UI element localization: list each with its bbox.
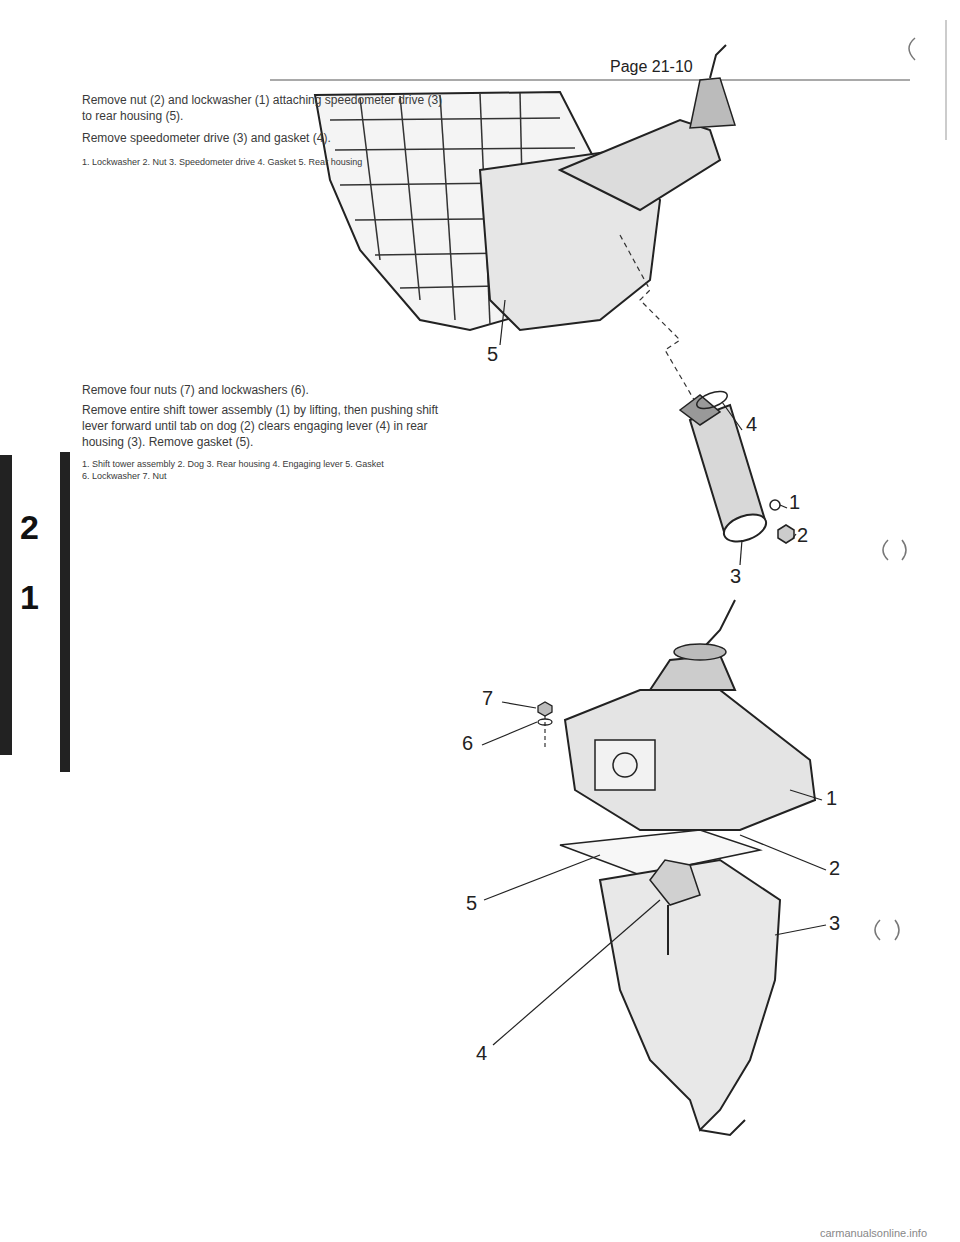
callout-number: 4 — [476, 1043, 487, 1063]
callout-number: 1 — [789, 492, 800, 512]
callout-number: 3 — [730, 566, 741, 586]
section-tab-number: 1 — [20, 580, 39, 614]
page-header: Page 21-10 — [610, 56, 770, 78]
callout-number: 3 — [829, 913, 840, 933]
callout-number: 1 — [826, 788, 837, 808]
section-tab-number: 2 — [20, 510, 39, 544]
instruction-text: Remove entire shift tower assembly (1) b… — [82, 402, 452, 451]
callout-number: 6 — [462, 733, 473, 753]
instruction-text: Remove four nuts (7) and lockwashers (6)… — [82, 382, 452, 398]
callout-number: 2 — [829, 858, 840, 878]
watermark: carmanualsonline.info — [820, 1226, 927, 1241]
instruction-text: Remove speedometer drive (3) and gasket … — [82, 130, 452, 146]
callout-number: 5 — [487, 344, 498, 364]
callout-number: 7 — [482, 688, 493, 708]
parts-caption: 1. Shift tower assembly 2. Dog 3. Rear h… — [82, 458, 392, 482]
parts-caption: 1. Lockwasher 2. Nut 3. Speedometer driv… — [82, 156, 382, 168]
callout-number: 5 — [466, 893, 477, 913]
callout-number: 2 — [797, 525, 808, 545]
instruction-text: Remove nut (2) and lockwasher (1) attach… — [82, 92, 452, 124]
callout-number: 4 — [746, 414, 757, 434]
